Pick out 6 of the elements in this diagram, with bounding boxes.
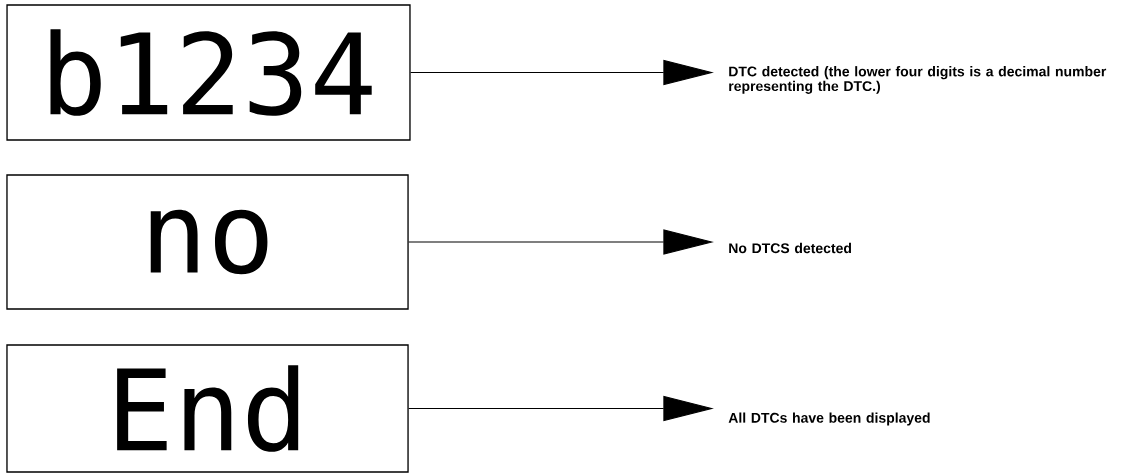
display-box: no [6,174,409,310]
display-box: End [6,344,409,473]
description-text: DTC detected (the lower four digits is a decimal number representing the DTC.) [729,66,1107,94]
description-text: All DTCs have been displayed [728,412,930,426]
description-text: No DTCS detected [729,242,851,254]
display-box: b1234 [6,4,411,141]
